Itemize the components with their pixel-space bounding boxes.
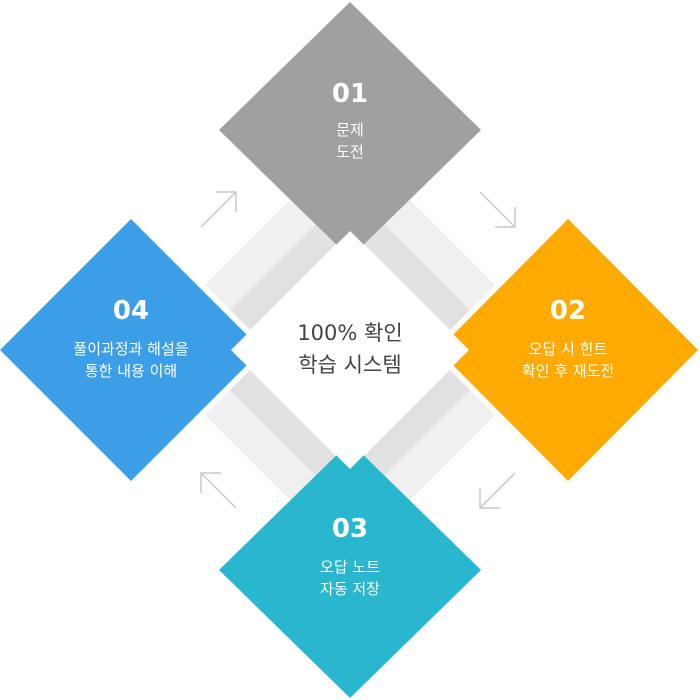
arrow-down-left-icon — [479, 472, 516, 509]
band-bottom-right-inner — [350, 370, 470, 490]
arrow-up-right-icon — [200, 191, 237, 228]
band-bottom-right-outer — [370, 390, 495, 515]
step-02-number: 02 — [549, 296, 587, 326]
step-01-diamond — [219, 2, 481, 258]
center-title-line-2: 학습 시스템 — [298, 353, 402, 377]
arrow-up-left-icon — [200, 472, 237, 509]
step-04-text: 풀이과정과 해설을 통한 내용 이해 — [73, 340, 189, 380]
band-bottom-left-outer — [205, 390, 330, 515]
center-diamond — [231, 231, 469, 469]
arrow-down-right-icon — [479, 191, 516, 228]
step-01-number: 01 — [331, 79, 369, 109]
step-03-text: 오답 노트 자동 저장 — [320, 558, 380, 598]
step-02-text: 오답 시 힌트 확인 후 재도전 — [521, 340, 615, 380]
band-top-right-inner — [350, 210, 470, 330]
step-01-text: 문제 도전 — [336, 121, 364, 161]
band-bottom-left-inner — [230, 370, 350, 490]
step-03-number: 03 — [331, 514, 369, 544]
band-top-right-outer — [370, 185, 495, 310]
step-04-number: 04 — [112, 296, 150, 326]
band-top-left-outer — [205, 185, 330, 310]
step-04-diamond — [0, 219, 262, 481]
step-03-diamond — [219, 442, 481, 698]
step-02-diamond — [438, 219, 698, 481]
center-title-line-1: 100% 확인 — [297, 321, 403, 345]
band-top-left-inner — [230, 210, 350, 330]
